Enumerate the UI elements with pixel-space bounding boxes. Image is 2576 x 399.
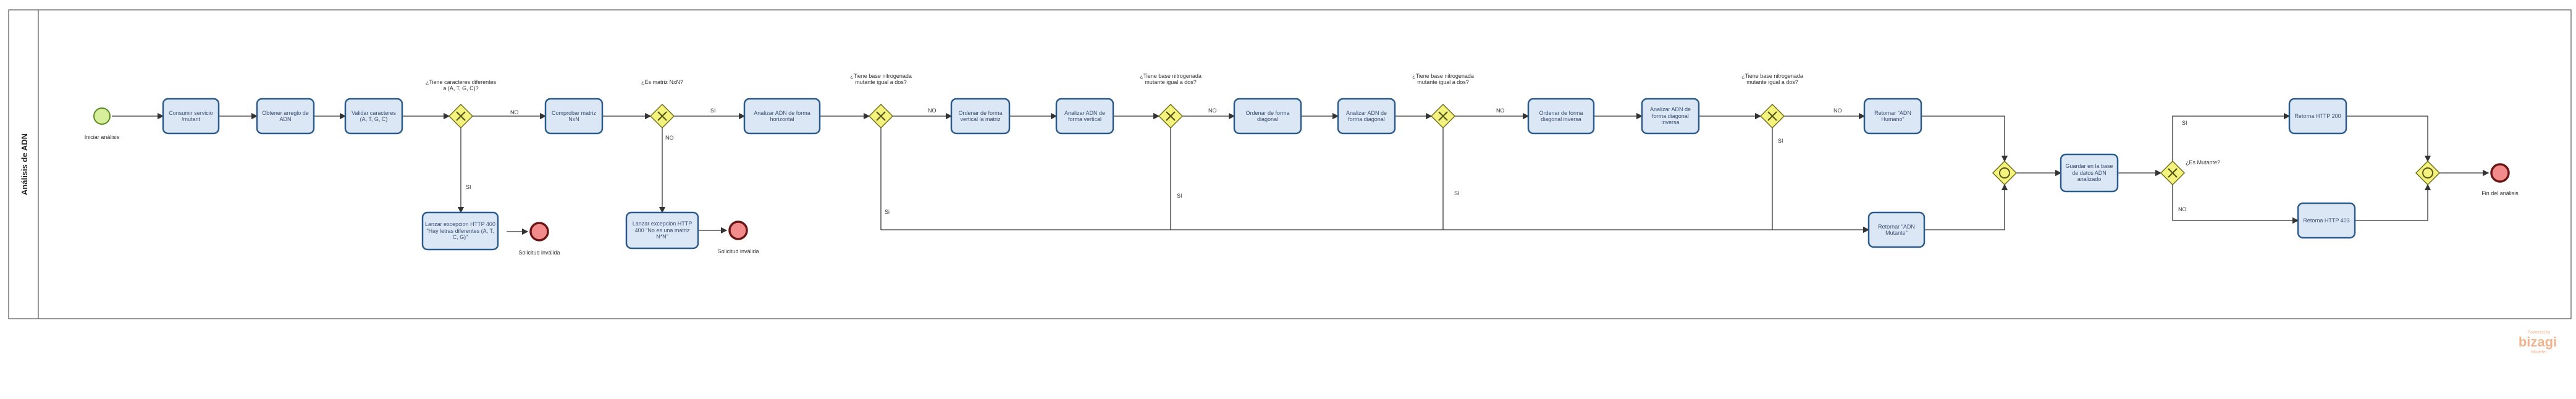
- task-save-db[interactable]: Guardar en la base de datos ADN analizad…: [2060, 153, 2119, 193]
- gateway-question: ¿Tiene base nitrogenada mutante igual a …: [850, 73, 912, 86]
- flow-label-si: SI: [1778, 138, 1783, 144]
- bizagi-logo: Powered by bizagi Modeler: [2519, 330, 2557, 355]
- start-event[interactable]: [93, 107, 111, 125]
- inclusive-gateway[interactable]: [1992, 160, 2018, 186]
- gateway-question: ¿Tiene base nitrogenada mutante igual a …: [1412, 73, 1474, 86]
- flow-label-no: NO: [1496, 107, 1505, 114]
- flow-label-si: SI: [1177, 193, 1182, 199]
- flow-label-no: NO: [1208, 107, 1217, 114]
- task-label: Ordenar de forma diagonal inversa: [1539, 109, 1583, 122]
- task-label: Retorna HTTP 200: [2294, 112, 2341, 119]
- task-label: Obtener arreglo de ADN: [262, 109, 309, 122]
- task-order-inverse[interactable]: Ordenar de forma diagonal inversa: [1527, 98, 1595, 135]
- task-label: Analizar ADN de forma horizontal: [754, 109, 810, 122]
- end-event-label: Solicitud inválida: [518, 250, 560, 256]
- task-label: Analizar ADN de forma vertical: [1064, 109, 1106, 122]
- flow-label-si: SI: [1454, 190, 1460, 196]
- task-label: Retornar "ADN Humano": [1874, 109, 1911, 122]
- gateway-question: ¿Tiene caracteres diferentes a (A, T, G,…: [425, 79, 497, 92]
- exclusive-gateway[interactable]: [1158, 103, 1184, 129]
- task-http-200[interactable]: Retorna HTTP 200: [2288, 98, 2347, 135]
- exclusive-gateway[interactable]: [1759, 103, 1785, 129]
- exclusive-gateway[interactable]: [868, 103, 894, 129]
- flow-label-si: Si: [885, 209, 890, 215]
- gateway-question: ¿Es Mutante?: [2186, 159, 2220, 166]
- flow-label-no: NO: [2178, 206, 2187, 212]
- task-order-vertical[interactable]: Ordenar de forma vertical la matriz: [950, 98, 1011, 135]
- task-label: Analizar ADN de forma diagonal: [1345, 109, 1387, 122]
- task-validate-chars[interactable]: Validar caracteres (A, T, G, C): [344, 98, 403, 135]
- task-label: Comprobar matriz NxN: [551, 109, 597, 122]
- task-horizontal[interactable]: Analizar ADN de forma horizontal: [743, 98, 821, 135]
- task-label: Ordenar de forma diagonal: [1245, 109, 1290, 122]
- flow-label-no: NO: [510, 109, 519, 116]
- flow-label-si: SI: [2182, 120, 2187, 126]
- task-inverse[interactable]: Analizar ADN de forma diagonal inversa: [1641, 98, 1700, 135]
- task-label: Guardar en la base de datos ADN analizad…: [2065, 163, 2113, 183]
- exclusive-gateway[interactable]: [2160, 160, 2186, 186]
- brand-powered: Powered by: [2528, 330, 2551, 335]
- end-event[interactable]: [728, 220, 748, 240]
- flow-label-si: SI: [466, 184, 471, 190]
- end-event[interactable]: [529, 222, 549, 242]
- exclusive-gateway[interactable]: [448, 103, 474, 129]
- task-label: Ordenar de forma vertical la matriz: [958, 109, 1003, 122]
- task-label: Lanzar excepcion HTTP 400 "Hay letras di…: [425, 221, 495, 241]
- gateway-question: ¿Tiene base nitrogenada mutante igual a …: [1741, 73, 1803, 86]
- task-diagonal[interactable]: Analizar ADN de forma diagonal: [1337, 98, 1396, 135]
- end-event-label: Fin del análisis: [2481, 190, 2519, 196]
- task-throw-chars[interactable]: Lanzar excepcion HTTP 400 "Hay letras di…: [421, 211, 499, 251]
- task-label: Retornar "ADN Mutante": [1878, 223, 1915, 236]
- gateway-question: ¿Tiene base nitrogenada mutante igual a …: [1140, 73, 1202, 86]
- task-label: Analizar ADN de forma diagonal inversa: [1649, 106, 1691, 126]
- task-return-mutant[interactable]: Retornar "ADN Mutante": [1867, 211, 1926, 248]
- task-get-array[interactable]: Obtener arreglo de ADN: [256, 98, 315, 135]
- task-http-403[interactable]: Retorna HTTP 403: [2297, 202, 2356, 239]
- task-check-matrix[interactable]: Comprobar matriz NxN: [544, 98, 604, 135]
- flow-label-si: SI: [710, 107, 716, 114]
- end-event-label: Solicitud inválida: [717, 248, 759, 254]
- task-consume-service[interactable]: Consumir servicio /mutant: [162, 98, 220, 135]
- exclusive-gateway[interactable]: [649, 103, 675, 129]
- brand-sub: Modeler: [2531, 350, 2547, 355]
- task-vertical[interactable]: Analizar ADN de forma vertical: [1055, 98, 1114, 135]
- start-event-label: Iniciar análisis: [85, 134, 120, 140]
- end-event[interactable]: [2490, 163, 2510, 183]
- flow-label-no: NO: [1833, 107, 1842, 114]
- exclusive-gateway[interactable]: [1430, 103, 1456, 129]
- task-throw-matrix[interactable]: Lanzar excepcion HTTP 400 "No es una mat…: [625, 211, 699, 250]
- flow-labels: NO SI SI NO NO Si NO SI NO SI NO SI SI N…: [466, 107, 2187, 215]
- inclusive-gateway[interactable]: [2415, 160, 2441, 186]
- task-order-diagonal[interactable]: Ordenar de forma diagonal: [1233, 98, 1302, 135]
- pool: Análisis de ADN: [8, 9, 2572, 319]
- sequence-flows: [112, 112, 2490, 235]
- flow-label-no: NO: [665, 135, 674, 141]
- task-label: Validar caracteres (A, T, G, C): [351, 109, 396, 122]
- flow-label-no: NO: [928, 107, 937, 114]
- task-label: Lanzar excepcion HTTP 400 "No es una mat…: [632, 220, 692, 240]
- task-label: Retorna HTTP 403: [2303, 217, 2350, 224]
- gateway-question: ¿Es matriz NxN?: [641, 79, 683, 85]
- pool-title: Análisis de ADN: [20, 133, 29, 195]
- task-label: Consumir servicio /mutant: [169, 109, 213, 122]
- task-return-human[interactable]: Retornar "ADN Humano": [1863, 98, 1922, 135]
- brand-name: bizagi: [2519, 334, 2557, 350]
